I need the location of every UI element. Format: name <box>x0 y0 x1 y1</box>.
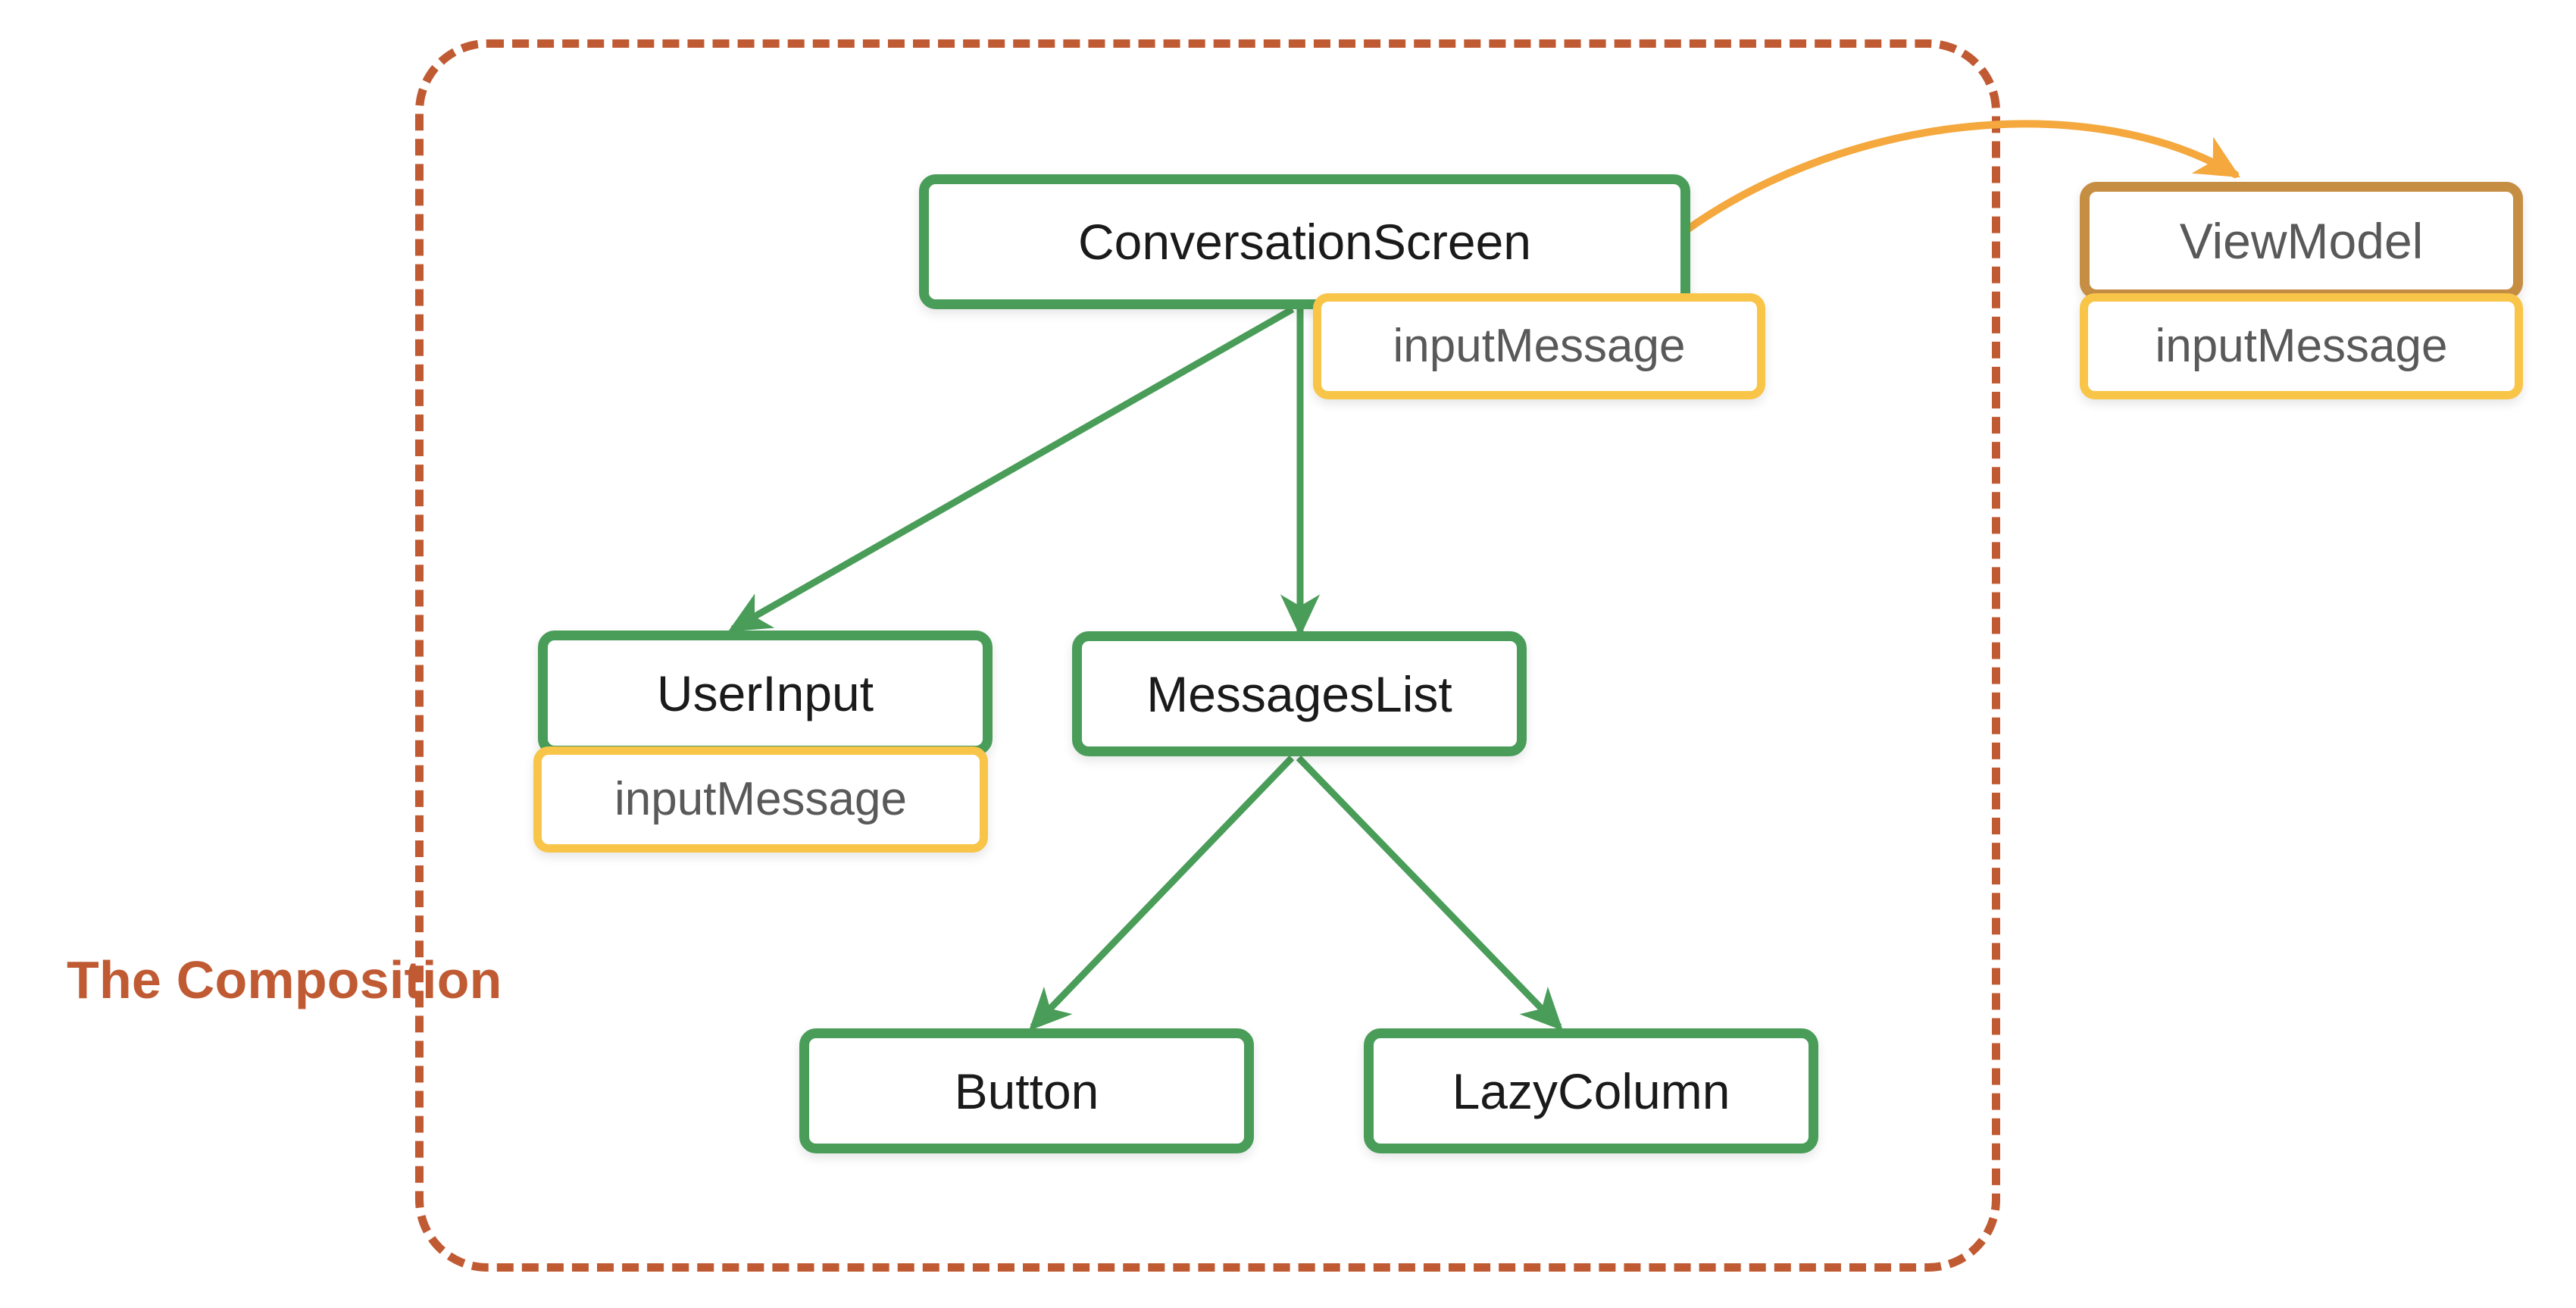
node-user-input-state[interactable]: inputMessage <box>533 746 988 853</box>
node-view-model-state-label: inputMessage <box>2155 320 2448 372</box>
node-view-model-label: ViewModel <box>2179 212 2424 269</box>
node-conversation-screen-state-label: inputMessage <box>1393 320 1686 372</box>
node-conversation-screen-state[interactable]: inputMessage <box>1313 293 1765 399</box>
node-messages-list[interactable]: MessagesList <box>1072 631 1527 756</box>
node-conversation-screen[interactable]: ConversationScreen <box>919 174 1690 309</box>
node-conversation-screen-label: ConversationScreen <box>1078 214 1531 270</box>
node-button-label: Button <box>954 1062 1099 1119</box>
node-view-model[interactable]: ViewModel <box>2080 182 2523 299</box>
node-view-model-state[interactable]: inputMessage <box>2080 293 2523 399</box>
node-messages-list-label: MessagesList <box>1146 665 1452 722</box>
node-user-input[interactable]: UserInput <box>538 631 993 756</box>
node-lazy-column-label: LazyColumn <box>1452 1062 1730 1119</box>
node-button[interactable]: Button <box>799 1028 1254 1153</box>
node-user-input-label: UserInput <box>656 665 874 721</box>
node-lazy-column[interactable]: LazyColumn <box>1364 1028 1818 1153</box>
node-user-input-state-label: inputMessage <box>614 773 908 825</box>
composition-title: The Composition <box>67 950 502 1009</box>
composition-boundary <box>415 39 2000 1272</box>
